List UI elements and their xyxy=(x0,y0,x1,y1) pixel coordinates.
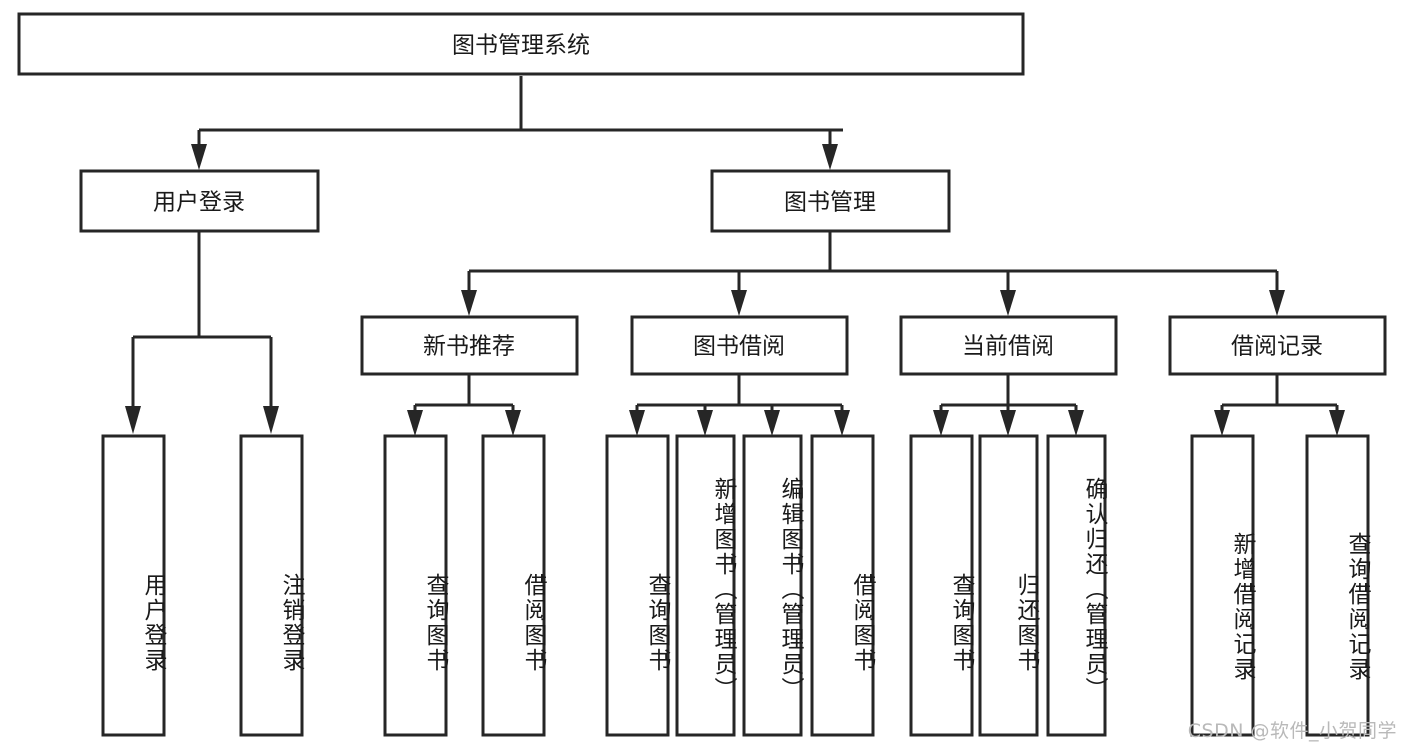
arrow-head-leaf-user-login xyxy=(125,406,141,434)
node-label-book-borrow: 图书借阅 xyxy=(693,334,785,360)
node-label-root: 图书管理系统 xyxy=(452,33,590,59)
node-label-book-manage: 图书管理 xyxy=(784,190,876,216)
node-box-leaf-add-book[interactable] xyxy=(675,434,736,737)
arrow-head-leaf-query-book-2 xyxy=(629,410,645,436)
connector-group-new-book-recommend xyxy=(407,375,521,436)
connector-group-root xyxy=(191,76,843,170)
arrow-head-leaf-edit-book xyxy=(764,410,780,436)
arrow-head-current-borrow xyxy=(1000,290,1016,316)
node-box-leaf-query-record[interactable] xyxy=(1305,434,1370,737)
node-label-user-login: 用户登录 xyxy=(153,190,245,216)
arrow-head-leaf-query-book-3 xyxy=(933,410,949,436)
node-label-new-book-recommend: 新书推荐 xyxy=(423,334,515,360)
arrow-head-leaf-confirm-return xyxy=(1068,410,1084,436)
arrow-head-leaf-logout xyxy=(263,406,279,434)
node-box-leaf-add-record[interactable] xyxy=(1190,434,1255,737)
arrow-head-leaf-add-book xyxy=(697,410,713,436)
node-box-new-book-recommend[interactable] xyxy=(360,315,579,376)
arrow-head-leaf-borrow-book-1 xyxy=(505,410,521,436)
node-box-current-borrow[interactable] xyxy=(899,315,1118,376)
connector-group-user-login xyxy=(125,232,279,434)
node-box-leaf-user-login[interactable] xyxy=(101,434,166,737)
node-label-current-borrow: 当前借阅 xyxy=(962,334,1054,360)
arrow-head-leaf-query-book-1 xyxy=(407,410,423,436)
arrow-head-new-book-recommend xyxy=(461,290,477,316)
node-box-leaf-edit-book[interactable] xyxy=(742,434,803,737)
arrow-head-user-login xyxy=(191,144,207,170)
connector-group-current-borrow xyxy=(933,375,1084,436)
connector-group-borrow-record xyxy=(1214,375,1345,436)
node-box-leaf-borrow-book-1[interactable] xyxy=(481,434,546,737)
node-box-leaf-query-book-2[interactable] xyxy=(605,434,670,737)
node-box-borrow-record[interactable] xyxy=(1168,315,1387,376)
connector-group-book-borrow xyxy=(629,375,850,436)
watermark-label: CSDN @软件_小贺同学 xyxy=(1187,720,1397,742)
arrow-head-leaf-add-record xyxy=(1214,410,1230,436)
node-box-leaf-confirm-return[interactable] xyxy=(1046,434,1107,737)
node-box-leaf-query-book-1[interactable] xyxy=(383,434,448,737)
node-box-book-borrow[interactable] xyxy=(630,315,849,376)
arrow-head-book-borrow xyxy=(731,290,747,316)
arrow-head-leaf-query-record xyxy=(1329,410,1345,436)
node-box-book-manage[interactable] xyxy=(710,169,951,233)
arrow-head-leaf-borrow-book-2 xyxy=(834,410,850,436)
node-box-leaf-logout[interactable] xyxy=(239,434,304,737)
node-box-leaf-borrow-book-2[interactable] xyxy=(810,434,875,737)
node-box-leaf-return-book[interactable] xyxy=(978,434,1039,737)
arrow-head-borrow-record xyxy=(1269,290,1285,316)
arrow-head-book-manage xyxy=(822,144,838,170)
node-box-root[interactable] xyxy=(17,12,1025,76)
node-box-leaf-query-book-3[interactable] xyxy=(909,434,974,737)
node-label-borrow-record: 借阅记录 xyxy=(1231,334,1323,360)
connector-group-book-manage xyxy=(461,232,1285,316)
arrow-head-leaf-return-book xyxy=(1000,410,1016,436)
node-box-user-login[interactable] xyxy=(79,169,320,233)
